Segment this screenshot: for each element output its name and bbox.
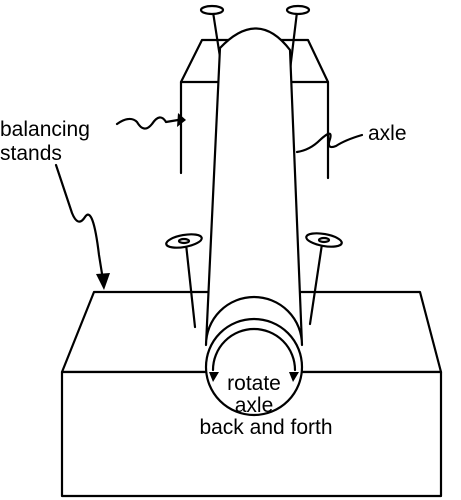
rotation-arrow-icon <box>209 327 299 382</box>
front-right-pin-icon <box>305 232 343 326</box>
stands-zigzag-pointer <box>115 116 180 130</box>
rotate-label-line1: rotate <box>227 372 281 395</box>
stands-curved-arrowhead <box>96 273 110 290</box>
stands-curved-pointer <box>54 163 105 282</box>
stands-pointer-arrowhead <box>177 113 186 127</box>
front-left-pin-icon <box>165 233 203 329</box>
rotate-label-line3: back and forth <box>199 416 332 439</box>
axle-label: axle <box>368 122 407 145</box>
balancing-label-line1: balancing <box>0 118 90 141</box>
axle-zigzag-pointer <box>295 132 364 154</box>
axle <box>204 27 304 417</box>
rotate-label-line2: axle <box>235 394 274 417</box>
balancing-label-line2: stands <box>0 142 62 165</box>
